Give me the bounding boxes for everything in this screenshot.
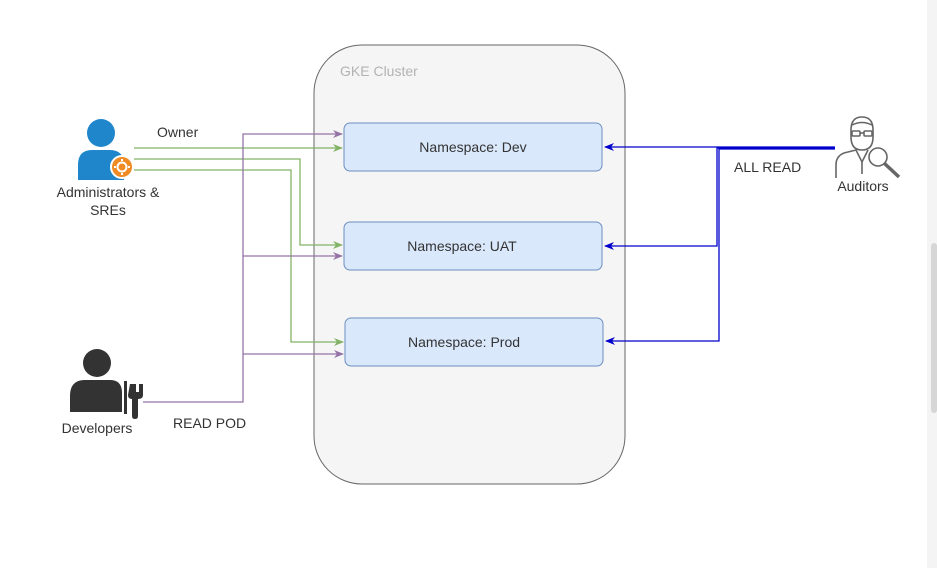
owner-edge-uat[interactable] <box>134 158 343 249</box>
namespace-prod[interactable]: Namespace: Prod <box>344 317 604 367</box>
all-read-edge-prod[interactable] <box>605 148 835 345</box>
cluster-title: GKE Cluster <box>340 63 418 79</box>
developers-label: Developers <box>62 420 133 436</box>
admins-label-line2: SREs <box>90 202 126 218</box>
auditors-actor[interactable]: Auditors <box>835 116 901 194</box>
all-read-edges <box>604 143 835 345</box>
admins-actor[interactable]: Administrators & SREs <box>57 119 160 218</box>
auditors-label: Auditors <box>837 178 888 194</box>
admins-label-line1: Administrators & <box>57 184 160 200</box>
namespace-dev[interactable]: Namespace: Dev <box>343 122 603 172</box>
all-read-edge-uat[interactable] <box>604 147 835 250</box>
namespace-uat[interactable]: Namespace: UAT <box>343 221 603 271</box>
admin-user-gear-icon <box>78 119 134 180</box>
read-pod-edge-label: READ POD <box>173 415 246 431</box>
all-read-edge-label: ALL READ <box>734 159 801 175</box>
owner-edge-label: Owner <box>157 124 199 140</box>
namespace-prod-label: Namespace: Prod <box>408 334 520 350</box>
auditor-magnifier-icon <box>835 116 901 179</box>
read-pod-edge-dev[interactable] <box>143 130 343 403</box>
developer-tools-icon <box>70 349 143 419</box>
namespace-dev-label: Namespace: Dev <box>419 139 526 155</box>
owner-edges <box>134 144 344 346</box>
read-pod-edges <box>143 130 344 403</box>
namespace-uat-label: Namespace: UAT <box>407 238 517 254</box>
scrollbar-thumb[interactable] <box>931 243 937 413</box>
developers-actor[interactable]: Developers <box>62 349 143 436</box>
